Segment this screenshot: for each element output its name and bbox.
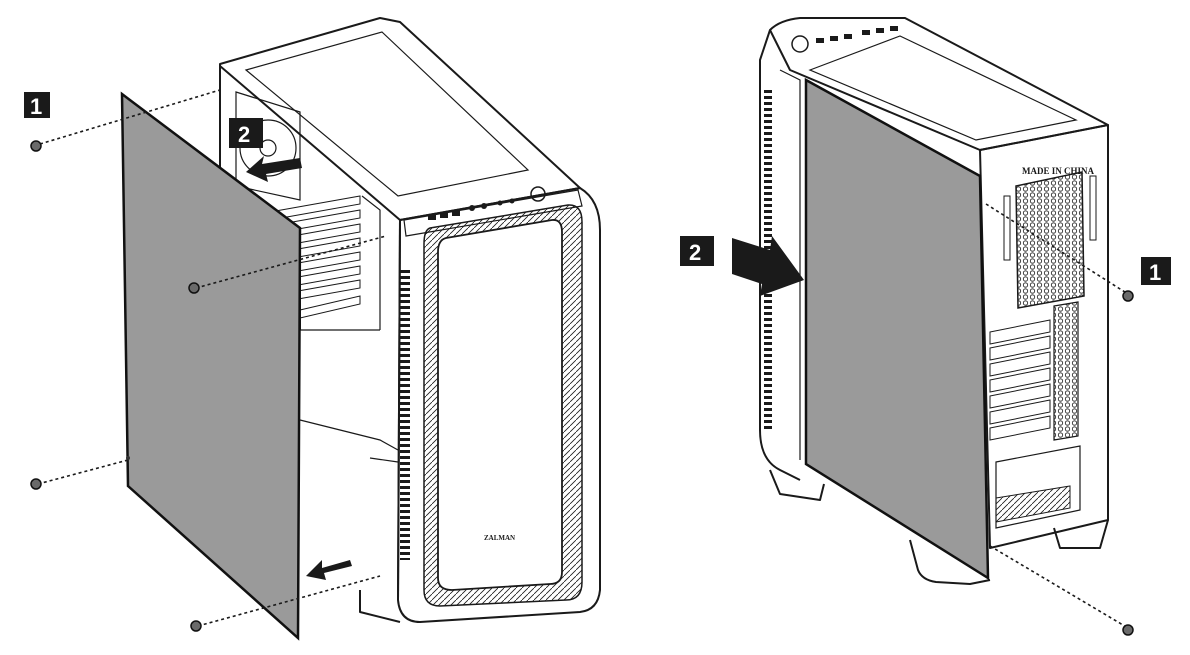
svg-text:2: 2 [689,240,701,265]
screw-icon [30,140,42,152]
slide-arrow-icon [246,156,302,182]
left-case-view: ZALMAN 1 2 [24,17,601,641]
right-case-body: MADE IN CHINA [759,17,1109,585]
right-thumbscrews [985,203,1134,636]
step-2-badge: 2 [680,236,714,266]
left-thumbscrews [30,89,387,632]
screw-icon [1122,624,1134,636]
svg-text:2: 2 [238,122,250,147]
screw-icon [190,620,202,632]
slide-arrow-icon [732,236,804,296]
svg-text:1: 1 [1149,260,1161,285]
front-io-ports [428,186,546,220]
front-brand-mark: ZALMAN [484,534,515,542]
rear-label: MADE IN CHINA [1022,166,1095,176]
right-case-view: MADE IN CHINA [680,17,1171,636]
rear-expansion-slots [989,301,1079,441]
slide-arrow-icon [306,560,352,580]
step-2-badge: 2 [229,118,263,148]
step-1-badge: 1 [24,92,50,119]
step-1-badge: 1 [1141,257,1171,285]
screw-icon [1122,290,1134,302]
right-side-panel [804,77,990,581]
screw-icon [30,478,42,490]
svg-text:1: 1 [30,94,42,119]
left-side-panel [120,91,302,641]
top-io-ports [791,26,898,53]
screw-icon [188,282,200,294]
rear-fan-grille [1003,171,1097,309]
